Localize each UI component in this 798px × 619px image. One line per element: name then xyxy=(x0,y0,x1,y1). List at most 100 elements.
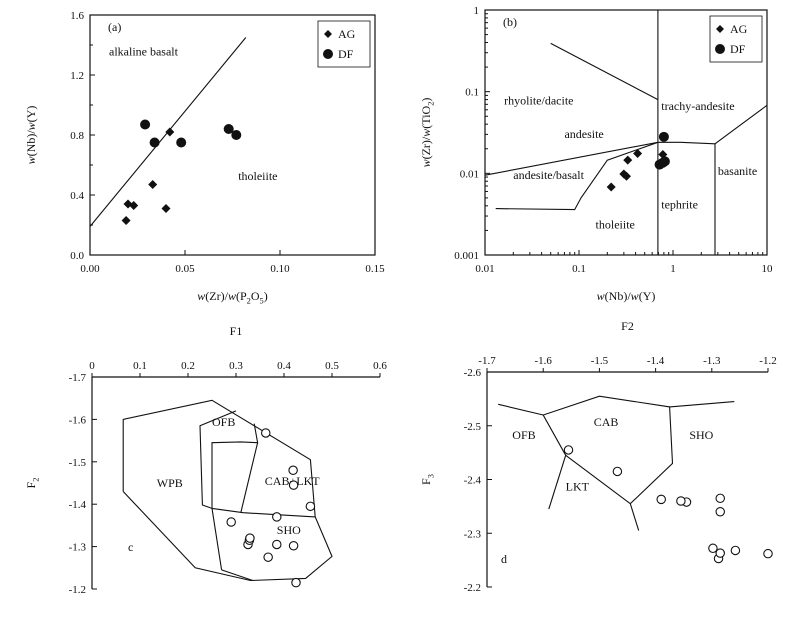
y-tick-label: 1 xyxy=(474,5,480,17)
x-tick-label: -1.5 xyxy=(591,355,609,367)
data-point-ag xyxy=(161,204,171,213)
data-point xyxy=(291,577,301,588)
x-tick-label: -1.6 xyxy=(534,355,552,367)
x-tick-label: -1.2 xyxy=(759,355,776,367)
region-label: tholeiite xyxy=(596,218,635,232)
y-tick-label: -1.7 xyxy=(69,372,87,384)
legend-diamond-icon xyxy=(716,25,724,33)
chart-title: F2 xyxy=(621,319,634,333)
region-label: trachy-andesite xyxy=(661,99,734,113)
y-tick-label: 0.4 xyxy=(70,190,84,202)
data-point-df xyxy=(659,156,670,167)
legend-label-df: DF xyxy=(338,47,354,61)
region-label: basanite xyxy=(718,164,757,178)
y-tick-label: -1.6 xyxy=(69,414,87,426)
y-tick-label: 0.1 xyxy=(465,87,479,99)
legend-label-ag: AG xyxy=(338,27,356,41)
field-boundary-line xyxy=(629,503,640,531)
y-tick-label: -2.5 xyxy=(464,421,482,433)
data-point xyxy=(656,494,666,505)
data-point-df xyxy=(140,119,151,130)
x-axis-label: w(Zr)/w(P2O5) xyxy=(197,289,267,306)
legend-box xyxy=(317,20,371,68)
x-tick-label: -1.7 xyxy=(478,355,496,367)
region-label: WPB xyxy=(157,476,183,490)
data-point xyxy=(272,539,282,550)
region-label: tholeiite xyxy=(238,169,277,183)
y-tick-label: -1.2 xyxy=(69,584,86,596)
data-point-ag xyxy=(129,201,139,210)
data-point xyxy=(288,541,299,551)
data-point xyxy=(715,506,725,517)
x-tick-label: 0.1 xyxy=(572,263,586,275)
y-tick-label: -2.6 xyxy=(464,367,482,379)
legend-box xyxy=(709,15,763,63)
x-tick-label: 0.10 xyxy=(270,263,290,275)
panel-label: (b) xyxy=(503,15,517,29)
data-point xyxy=(730,545,741,556)
field-boundary-line xyxy=(240,442,259,513)
x-tick-label: 0.01 xyxy=(475,263,494,275)
data-point-df xyxy=(223,124,234,134)
legend-circle-icon xyxy=(715,44,725,54)
data-point-ag xyxy=(165,127,175,137)
data-point-df xyxy=(176,137,187,148)
region-label: c xyxy=(128,540,133,554)
data-point xyxy=(226,517,236,527)
data-point xyxy=(715,493,725,504)
y-tick-label: -1.3 xyxy=(69,542,87,554)
y-tick-label: 0.001 xyxy=(454,250,479,262)
data-point-ag xyxy=(633,148,643,158)
data-point xyxy=(612,466,623,477)
data-point xyxy=(708,543,718,554)
chart-panel-4: -1.7-1.6-1.5-1.4-1.3-1.2-2.2-2.3-2.4-2.5… xyxy=(419,319,777,594)
data-point xyxy=(563,445,574,455)
data-point xyxy=(263,552,273,562)
region-label: OFB xyxy=(512,428,535,442)
region-label: SHO xyxy=(277,523,301,537)
data-point-df xyxy=(149,137,160,148)
chart-title: F1 xyxy=(230,324,243,338)
data-point-ag xyxy=(623,155,633,165)
x-tick-label: 0.05 xyxy=(175,263,195,275)
field-boundary-line xyxy=(122,399,333,582)
legend-label-df: DF xyxy=(730,42,746,56)
y-tick-label: 0.8 xyxy=(70,130,84,142)
field-boundary-line xyxy=(669,401,735,408)
x-tick-label: 0.5 xyxy=(325,360,339,372)
legend-circle-icon xyxy=(323,49,333,59)
x-tick-label: 0.2 xyxy=(181,360,195,372)
data-point-ag xyxy=(606,182,616,192)
region-label: tephrite xyxy=(661,198,698,212)
data-point-df xyxy=(231,130,242,140)
y-tick-label: -2.4 xyxy=(464,475,482,487)
y-tick-label: -1.4 xyxy=(69,499,87,511)
x-tick-label: -1.4 xyxy=(647,355,665,367)
field-boundary-line xyxy=(211,507,316,518)
x-axis-label: w(Nb)/w(Y) xyxy=(597,289,656,303)
y-tick-label: 0.01 xyxy=(460,168,479,180)
y-axis-label: w(Zr)/w(TiO2) xyxy=(419,98,436,168)
field-boundary-line xyxy=(211,423,259,509)
x-tick-label: 0.6 xyxy=(373,360,387,372)
y-axis-label: F3 xyxy=(419,474,436,485)
x-tick-label: 0.3 xyxy=(229,360,243,372)
y-tick-label: -2.3 xyxy=(464,528,482,540)
data-point xyxy=(715,548,725,558)
data-point xyxy=(305,501,316,512)
data-point xyxy=(245,533,255,543)
field-boundary-line xyxy=(199,410,237,570)
y-tick-label: -2.2 xyxy=(464,582,481,594)
field-boundary-line xyxy=(542,395,674,505)
data-point xyxy=(288,480,299,490)
x-tick-label: 10 xyxy=(762,263,774,275)
data-point xyxy=(288,465,298,476)
region-label: LKT xyxy=(566,479,590,493)
data-point xyxy=(676,496,686,506)
x-tick-label: 0 xyxy=(89,360,95,372)
field-boundary-line xyxy=(221,569,253,582)
